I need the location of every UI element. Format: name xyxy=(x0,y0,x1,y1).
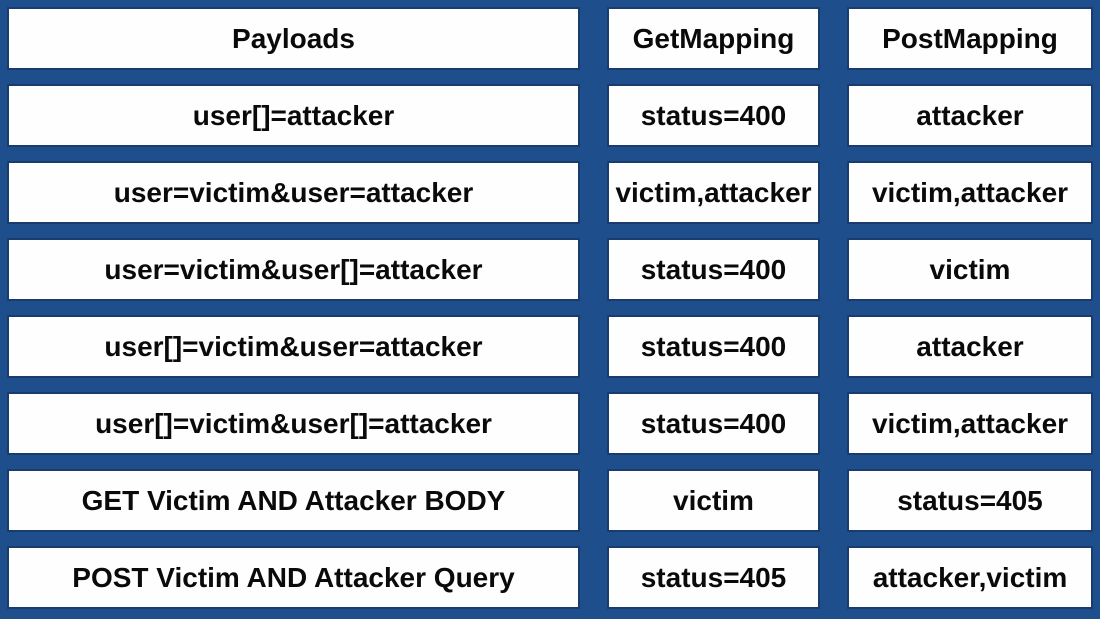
table-cell: attacker xyxy=(847,84,1093,147)
table-cell: victim,attacker xyxy=(607,161,820,224)
table-cell: victim xyxy=(607,469,820,532)
table-cell: status=400 xyxy=(607,84,820,147)
table-cell: user[]=attacker xyxy=(7,84,580,147)
table-cell: user=victim&user=attacker xyxy=(7,161,580,224)
column-header-postmapping: PostMapping xyxy=(847,7,1093,70)
table-cell: user=victim&user[]=attacker xyxy=(7,238,580,301)
table-cell: POST Victim AND Attacker Query xyxy=(7,546,580,609)
table-cell: status=400 xyxy=(607,315,820,378)
table-cell: status=400 xyxy=(607,238,820,301)
table-cell: attacker,victim xyxy=(847,546,1093,609)
table-cell: user[]=victim&user[]=attacker xyxy=(7,392,580,455)
column-header-payloads: Payloads xyxy=(7,7,580,70)
table-cell: status=405 xyxy=(607,546,820,609)
table-cell: user[]=victim&user=attacker xyxy=(7,315,580,378)
table-cell: status=400 xyxy=(607,392,820,455)
table-cell: attacker xyxy=(847,315,1093,378)
table-cell: victim xyxy=(847,238,1093,301)
table-cell: status=405 xyxy=(847,469,1093,532)
table-cell: victim,attacker xyxy=(847,392,1093,455)
column-header-getmapping: GetMapping xyxy=(607,7,820,70)
table-cell: victim,attacker xyxy=(847,161,1093,224)
table-cell: GET Victim AND Attacker BODY xyxy=(7,469,580,532)
